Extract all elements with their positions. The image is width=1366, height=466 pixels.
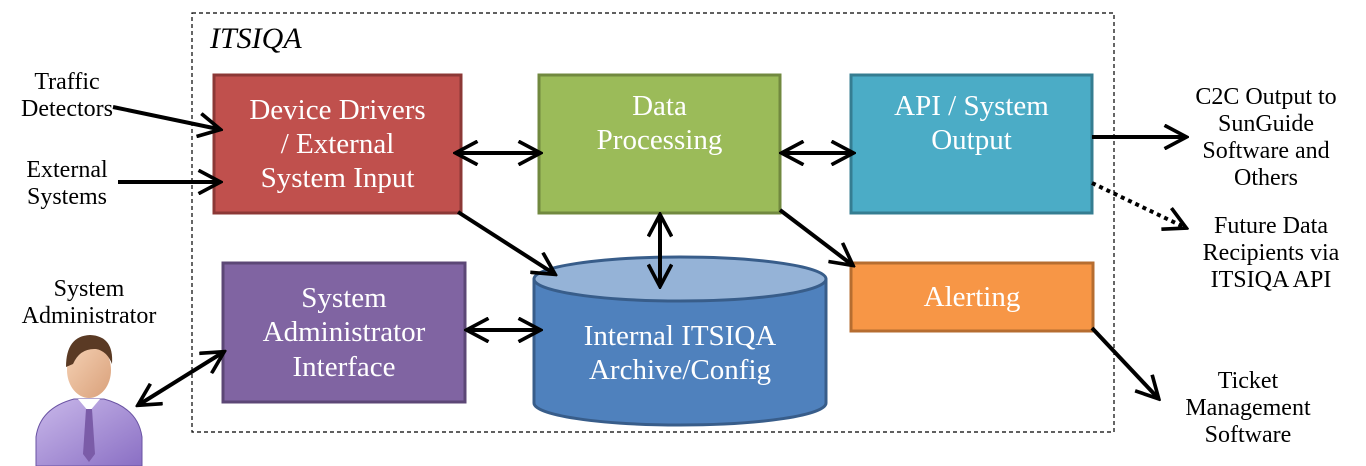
sys-admin-interface-label-line2: Administrator: [262, 316, 426, 349]
arrow-alerting-to-ticket: [1090, 326, 1157, 397]
external-systems-line2: Systems: [26, 183, 107, 210]
alerting-label: Alerting: [923, 280, 1021, 313]
system-administrator-label: System Administrator: [14, 276, 164, 330]
arrow-traffic-to-drivers: [112, 105, 218, 129]
traffic-detectors-line1: Traffic: [34, 69, 100, 95]
archive-block: Internal ITSIQA Archive/Config: [534, 306, 826, 400]
external-systems-line1: External: [26, 157, 108, 183]
device-drivers-block-shape: [212, 73, 463, 215]
system-administrator-line1: System: [53, 276, 125, 302]
device-drivers-label-line2: / External: [280, 127, 395, 160]
data-processing-block: Data Processing: [539, 75, 780, 213]
ticket-management-line1: Ticket: [1217, 368, 1279, 394]
ticket-management-label: Ticket Management Software: [1168, 368, 1328, 449]
arrow-drivers-to-archive: [456, 210, 553, 273]
traffic-detectors-line2: Detectors: [21, 95, 113, 122]
device-drivers-block: Device Drivers / External System Input: [214, 75, 461, 213]
c2c-output-label: C2C Output to SunGuide Software and Othe…: [1176, 84, 1356, 192]
future-recipients-line2: Recipients via: [1202, 239, 1340, 266]
ticket-management-line2: Management: [1185, 394, 1311, 421]
archive-label-line2: Archive/Config: [588, 354, 771, 386]
device-drivers-label-line3: System Input: [260, 162, 415, 195]
future-recipients-label: Future Data Recipients via ITSIQA API: [1186, 213, 1356, 294]
archive-label-line1: Internal ITSIQA: [583, 319, 777, 352]
api-output-label-line1: API / System: [894, 90, 1049, 122]
alerting-block: Alerting: [851, 263, 1093, 331]
data-processing-label-line1: Data: [632, 90, 687, 122]
api-output-block: API / System Output: [851, 75, 1092, 213]
alerting-block-shape: [849, 261, 1095, 333]
sys-admin-interface-label-line3: Interface: [292, 350, 396, 383]
c2c-output-line4: Others: [1234, 164, 1298, 191]
system-boundary: [191, 12, 1115, 433]
sys-admin-block-shape: [221, 261, 467, 404]
traffic-detectors-label: Traffic Detectors: [12, 69, 122, 123]
arrow-api-to-future: [1091, 181, 1184, 227]
system-administrator-line2: Administrator: [21, 302, 157, 329]
data-processing-label-line2: Processing: [596, 124, 723, 157]
data-processing-block-shape: [537, 73, 782, 215]
archive-cylinder: [532, 255, 828, 427]
person-icon: [35, 335, 143, 466]
future-recipients-line1: Future Data: [1214, 213, 1328, 239]
device-drivers-label-line1: Device Drivers: [249, 93, 426, 126]
arrow-processing-to-alerting: [778, 208, 851, 264]
sys-admin-interface-label-line1: System: [301, 282, 387, 315]
c2c-output-line3: Software and: [1202, 137, 1330, 164]
external-systems-label: External Systems: [12, 157, 122, 211]
ticket-management-line3: Software: [1204, 421, 1292, 448]
c2c-output-line2: SunGuide: [1218, 110, 1314, 137]
c2c-output-line1: C2C Output to: [1195, 84, 1337, 110]
sys-admin-interface-block: System Administrator Interface: [223, 263, 465, 402]
arrow-admin-user-interface: [140, 353, 222, 404]
api-output-label-line2: Output: [931, 124, 1012, 157]
future-recipients-line3: ITSIQA API: [1210, 266, 1332, 293]
system-title: ITSIQA: [210, 22, 302, 55]
